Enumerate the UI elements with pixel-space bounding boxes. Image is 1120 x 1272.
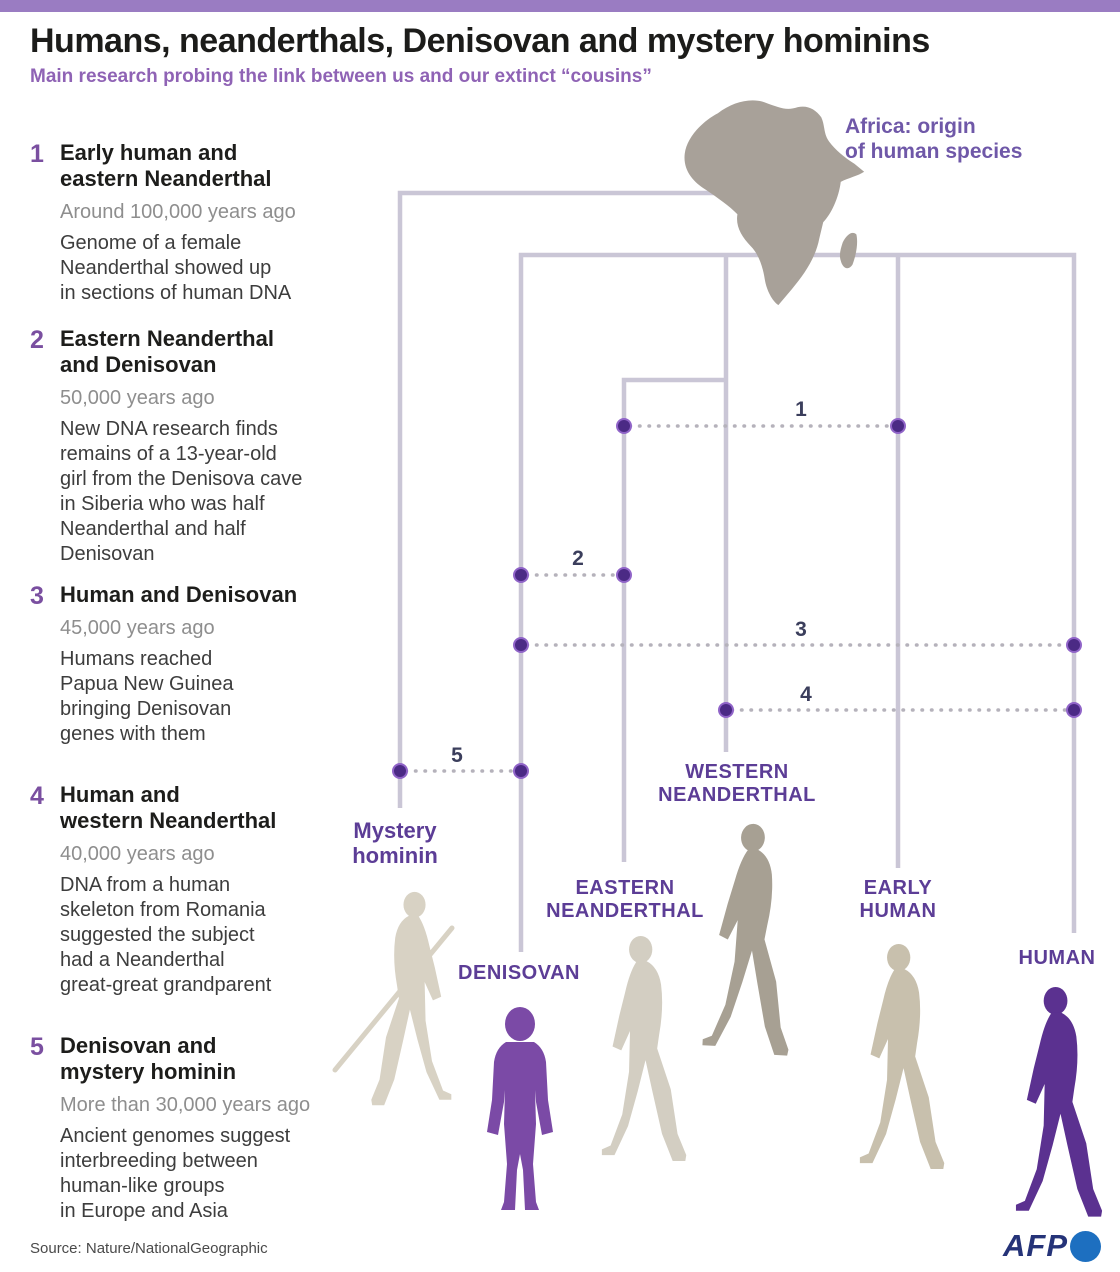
link-dot [1066,637,1082,653]
afp-logo-text: AFP [1003,1228,1068,1263]
eastern-neanderthal-figure [601,935,687,1161]
item-date: 45,000 years ago [60,617,215,639]
item-heading: Early human and eastern Neanderthal [60,140,272,191]
mystery-hominin-label: Mystery hominin [352,818,438,868]
link-dot [513,763,529,779]
link-dot [513,637,529,653]
interbreeding-links [404,424,1070,773]
link-3-number: 3 [795,618,807,641]
item-number: 5 [30,1033,44,1061]
human-figure [1015,986,1103,1217]
eastern-neanderthal-label: EASTERN NEANDERTHAL [546,877,704,922]
branch-eastern [621,377,726,862]
link-dot [392,763,408,779]
afp-logo: AFP [1003,1228,1101,1264]
research-item-3: 3 Human and Denisovan 45,000 years ago H… [30,582,390,747]
item-number: 3 [30,582,44,610]
top-accent-bar [0,0,1120,12]
page-title: Humans, neanderthals, Denisovan and myst… [30,22,930,60]
western-neanderthal-label: WESTERN NEANDERTHAL [658,761,816,806]
research-item-1: 1 Early human and eastern Neanderthal Ar… [30,140,390,306]
link-dot [1066,702,1082,718]
denisovan-label: DENISOVAN [458,962,580,984]
research-item-2: 2 Eastern Neanderthal and Denisovan 50,0… [30,326,390,567]
africa-caption: Africa: origin of human species [845,115,1023,163]
item-heading: Human and Denisovan [60,582,298,607]
item-date: Around 100,000 years ago [60,201,296,223]
link-dot [513,567,529,583]
item-number: 1 [30,140,44,168]
item-date: 50,000 years ago [60,387,215,409]
link-end-dots [392,418,1082,779]
item-heading: Eastern Neanderthal and Denisovan [60,326,274,377]
human-label: HUMAN [1018,947,1096,969]
item-body: Humans reached Papua New Guinea bringing… [60,648,234,745]
link-dot [616,567,632,583]
item-heading: Human and western Neanderthal [60,782,277,833]
branch-main [518,252,1077,952]
item-date: More than 30,000 years ago [60,1094,311,1116]
link-dot [616,418,632,434]
early-human-label: EARLY HUMAN [859,877,937,922]
early-human-figure [859,943,945,1169]
item-number: 4 [30,782,44,810]
item-number: 2 [30,326,44,354]
link-4-number: 4 [800,683,812,706]
item-body: New DNA research finds remains of a 13-y… [60,418,303,565]
link-1-number: 1 [795,398,807,421]
africa-map [684,100,865,306]
item-heading: Denisovan and mystery hominin [60,1033,237,1084]
page-subtitle: Main research probing the link between u… [30,66,652,87]
link-5-number: 5 [451,744,463,767]
item-body: Genome of a female Neanderthal showed up… [60,232,292,304]
link-dot [718,702,734,718]
research-item-5: 5 Denisovan and mystery hominin More tha… [30,1033,390,1224]
link-2-number: 2 [572,547,584,570]
item-date: 40,000 years ago [60,843,215,865]
western-neanderthal-figure [702,821,801,1056]
denisovan-figure [487,1007,553,1210]
link-dot [890,418,906,434]
madagascar [839,232,858,269]
item-body: DNA from a human skeleton from Romania s… [60,874,272,996]
item-body: Ancient genomes suggest interbreeding be… [60,1125,291,1222]
afp-globe-icon [1070,1230,1101,1262]
tree-lines [397,190,1077,952]
branch-mystery [397,190,760,808]
africa-mainland [684,100,865,306]
research-item-4: 4 Human and western Neanderthal 40,000 y… [30,782,390,998]
source-credit: Source: Nature/NationalGeographic [30,1240,268,1257]
mystery-spear [332,925,455,1073]
